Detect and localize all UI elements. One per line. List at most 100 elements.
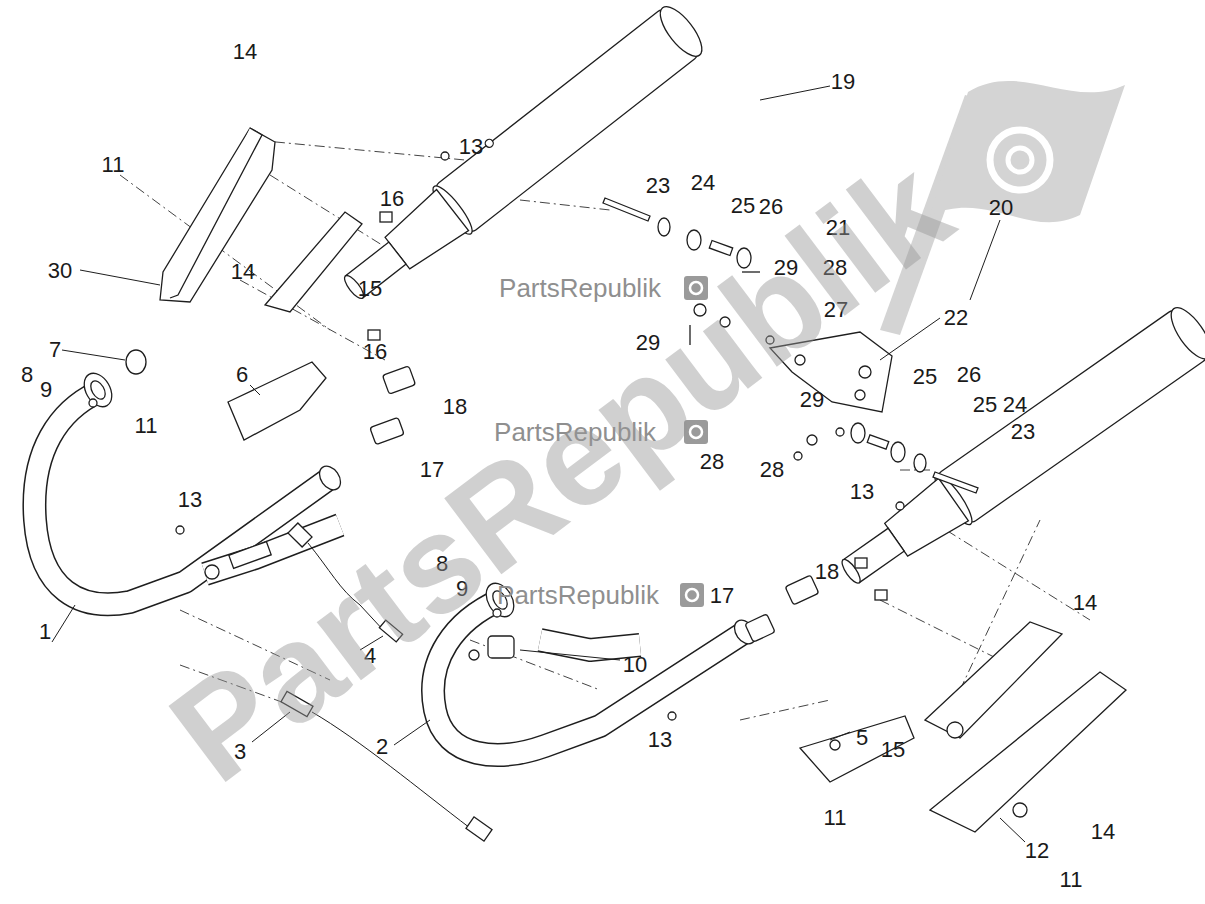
callout-number: 15 [881,739,905,761]
fastener [176,526,184,534]
callout-number: 25 [731,195,755,217]
heat-shield [1013,803,1027,817]
pipe-clamp [380,212,392,222]
leader-line [520,650,620,660]
fastener [89,399,97,407]
callout-number: 29 [800,389,824,411]
callout-number: 2 [376,736,388,758]
callout-number: 30 [48,260,72,282]
callout-number: 8 [21,364,33,386]
pipe-clamp [368,330,380,340]
callout-number: 7 [49,339,61,361]
leader-line [830,732,850,740]
header-pipe [34,392,330,604]
mounting-bracket [859,366,871,378]
header-pipe [229,542,271,569]
watermark-text: PartsRepublik [148,136,972,805]
fastener [914,454,926,472]
heat-shield [930,672,1126,832]
assembly-line [255,140,465,160]
fastener [794,452,802,460]
callout-number: 28 [700,451,724,473]
pipe-clamp [745,614,775,642]
callout-number: 18 [815,561,839,583]
muffler [434,8,699,234]
callout-number: 23 [646,175,670,197]
header-pipe [205,565,219,579]
header-pipe [540,640,640,650]
muffler [830,302,1205,599]
fastener [867,435,889,449]
callout-number: 6 [236,364,248,386]
fastener [836,428,844,436]
callout-number: 18 [443,396,467,418]
heat-shield [947,722,963,738]
fastener [709,240,732,255]
callout-number: 19 [831,71,855,93]
callout-number: 1 [39,621,51,643]
leader-line [62,350,125,360]
header-pipe [540,640,640,650]
callout-number: 24 [1003,394,1027,416]
header-pipe [433,600,745,755]
muffler [484,138,495,149]
callout-number: 14 [231,261,255,283]
watermark-flag [1008,148,1032,172]
callout-number: 5 [856,727,868,749]
gasket [126,350,146,374]
fastener [603,198,650,221]
pipe-clamp [370,417,404,444]
assembly-line [930,520,1090,620]
leader-line [250,385,260,395]
header-pipe [79,368,118,411]
fastener [896,502,904,510]
heat-shield [800,716,914,782]
assembly-line [900,470,930,471]
callout-number: 26 [759,196,783,218]
callout-number: 13 [178,489,202,511]
callout-number: 14 [1073,592,1097,614]
heat-shield [265,212,362,312]
callout-number: 13 [850,481,874,503]
leader-line [970,220,1000,300]
oxygen-sensor [466,817,492,841]
oxygen-sensor [312,712,470,828]
pipe-clamp [785,575,819,605]
callout-number: 22 [944,307,968,329]
callout-number: 11 [102,154,125,176]
header-pipe [88,378,108,401]
header-pipe [433,600,745,755]
leader-line [1000,818,1025,842]
header-pipe [488,636,514,658]
callout-number: 15 [358,278,382,300]
callout-number: 14 [233,41,257,63]
assembly-line [740,700,830,720]
header-pipe [315,462,345,494]
callout-number: 20 [989,197,1013,219]
watermark-text: PartsRepublik [497,582,659,608]
callout-number: 16 [363,341,387,363]
header-pipe [469,650,479,660]
watermark-flag [930,81,1125,222]
fastener [441,152,449,160]
callout-number: 26 [957,364,981,386]
leader-line [880,318,940,360]
fastener [658,218,670,236]
callout-number: 12 [1025,840,1049,862]
heat-shield [170,128,262,298]
pipe-clamp [875,590,887,600]
leader-line [394,720,430,745]
leader-line [80,270,160,285]
gasket [126,350,146,374]
watermark-gear [680,583,704,607]
callout-number: 11 [1060,869,1083,891]
callout-number: 13 [648,729,672,751]
watermark-text: PartsRepublik [499,275,661,301]
callout-number: 11 [824,807,847,829]
callout-number: 28 [760,459,784,481]
heat-shield [160,128,275,302]
heat-shield [830,740,840,750]
fastener [668,712,676,720]
heat-shield [228,362,326,440]
callout-number: 11 [135,415,158,437]
